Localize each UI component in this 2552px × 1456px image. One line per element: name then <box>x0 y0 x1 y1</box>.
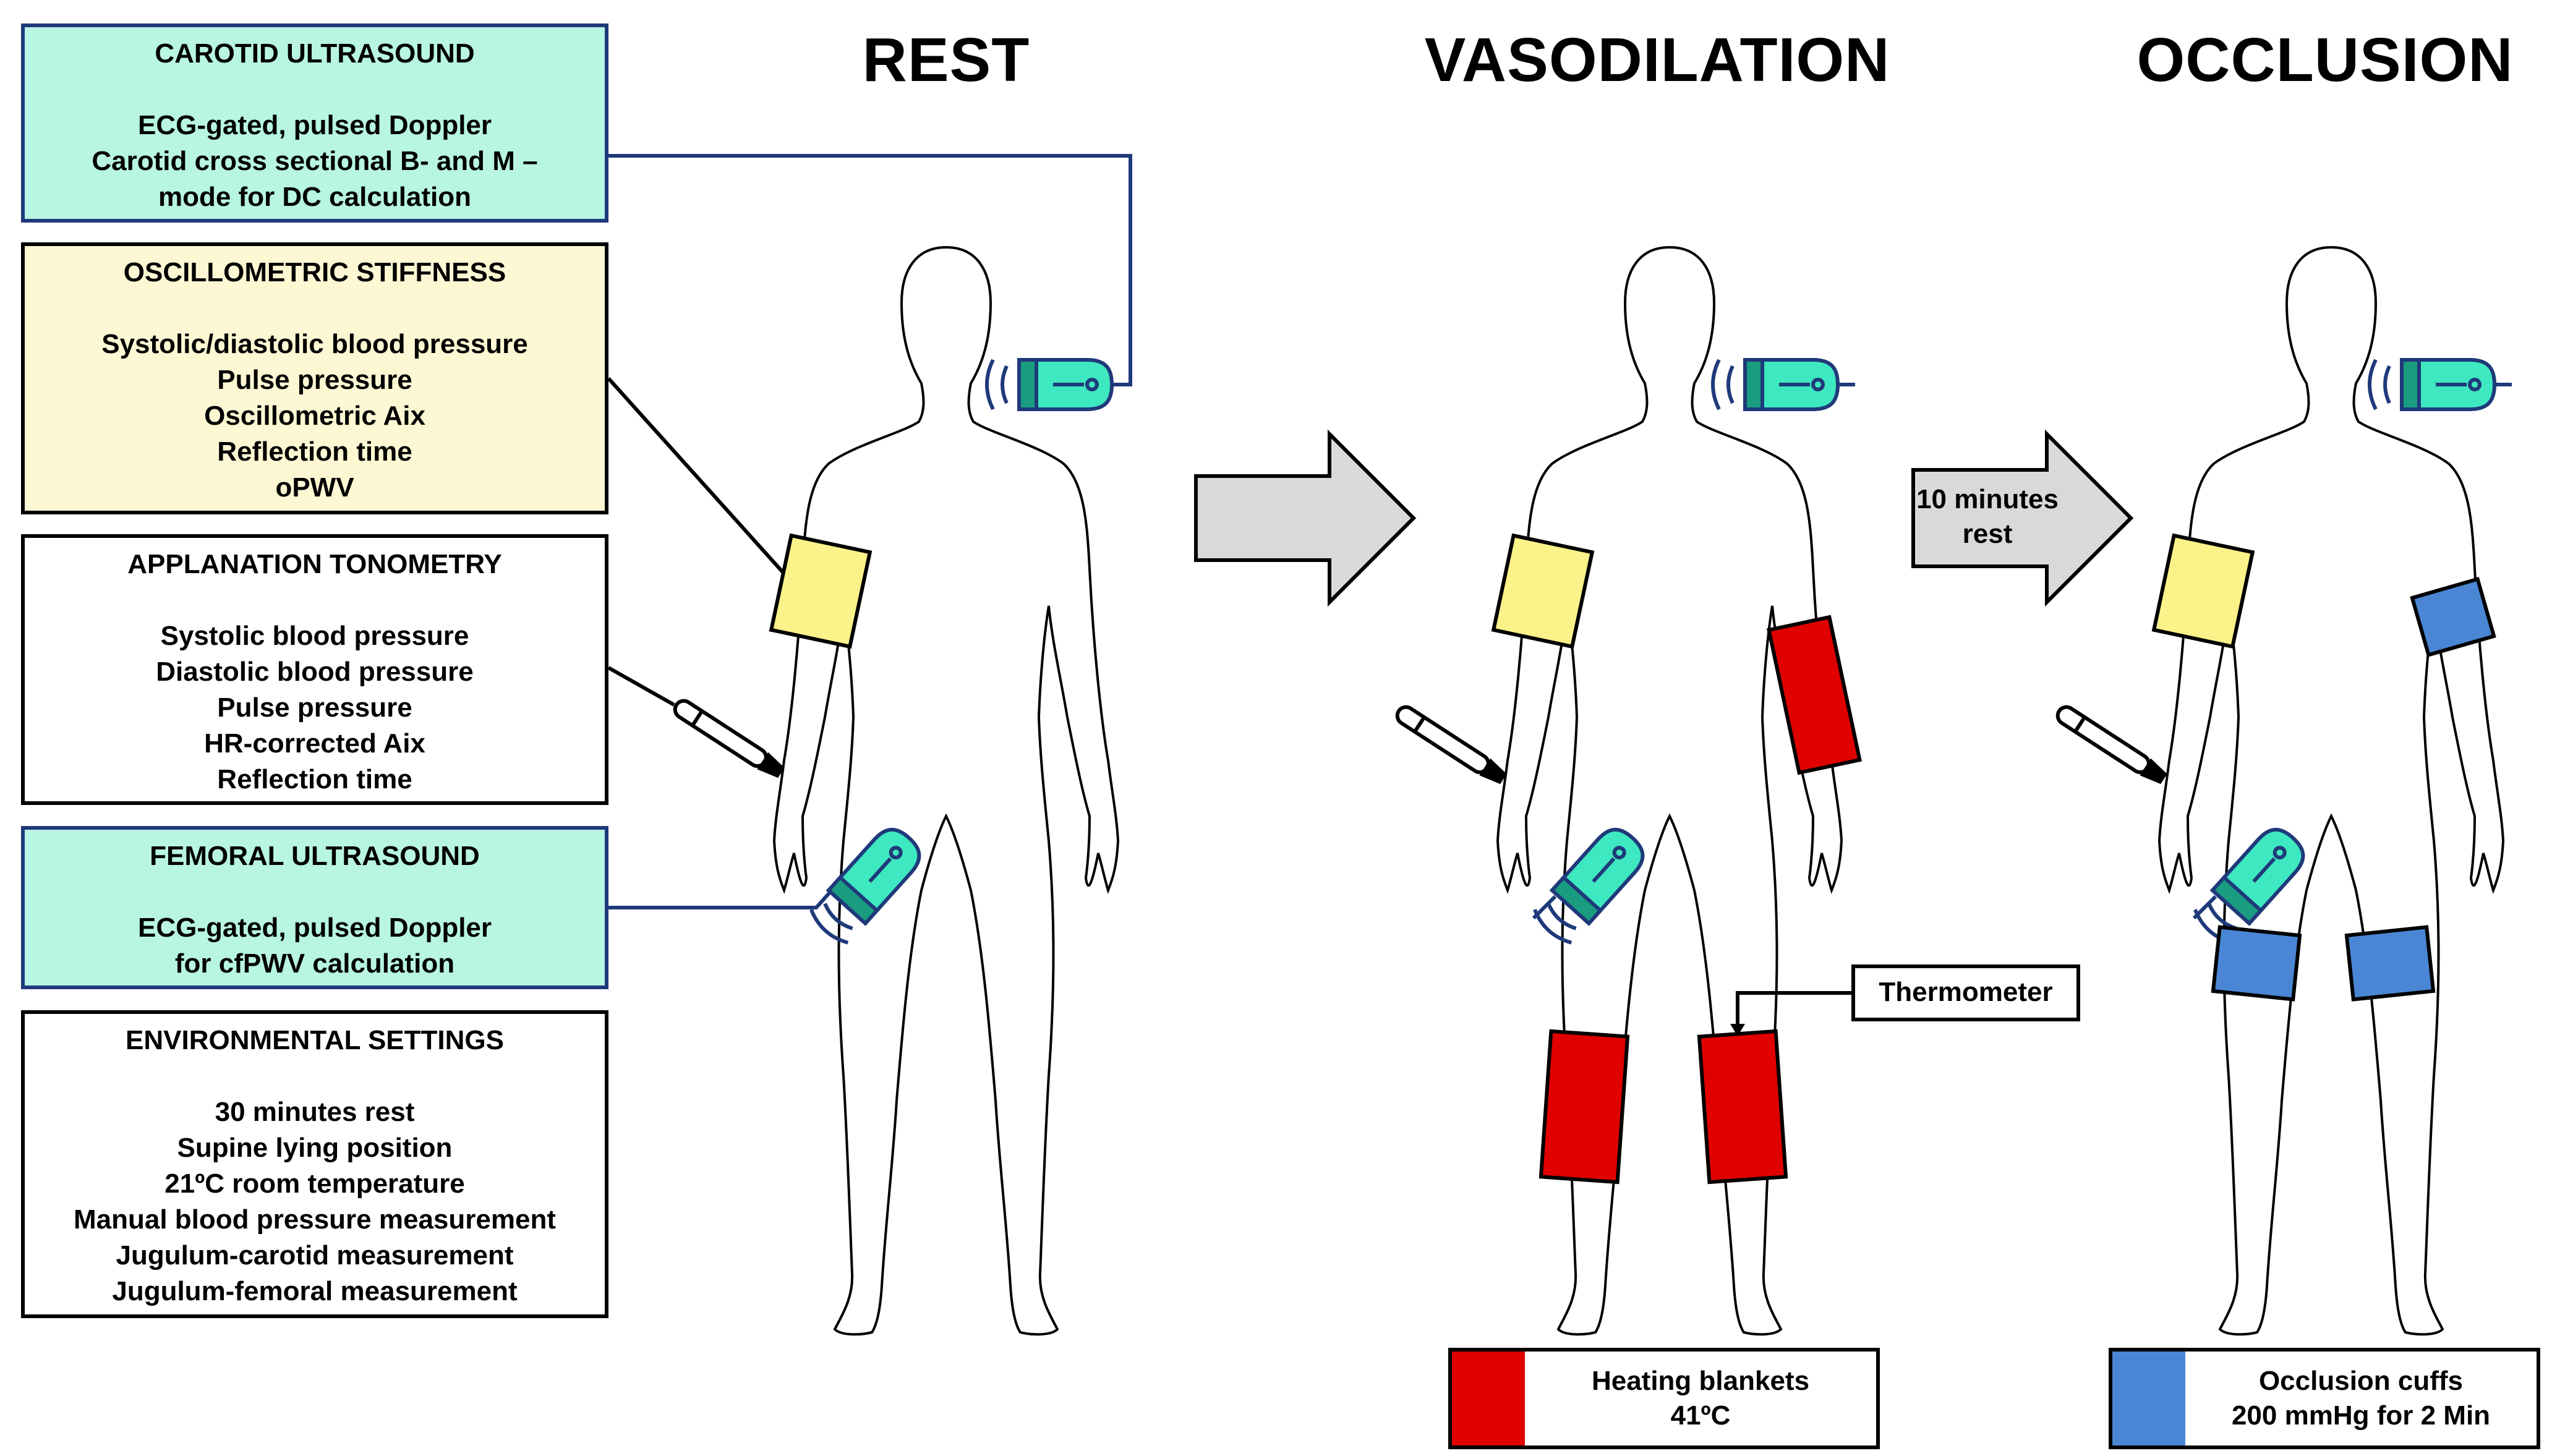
applanation-line: Reflection time <box>217 764 412 794</box>
occlusion-cuff-leg-right <box>2344 925 2436 1002</box>
heading-vasodilation: VASODILATION <box>1424 25 1890 95</box>
bp-cuff-icon <box>2151 533 2255 649</box>
environmental-line: 21ºC room temperature <box>164 1169 465 1199</box>
bp-cuff-icon <box>769 533 873 649</box>
legend-heating-blankets: Heating blankets 41ºC <box>1448 1348 1880 1449</box>
legend-swatch-occlusion <box>2112 1352 2185 1445</box>
environmental-line: Manual blood pressure measurement <box>74 1204 556 1235</box>
femoral-line: ECG-gated, pulsed Doppler <box>137 913 492 943</box>
heating-blanket-arm <box>1767 615 1862 775</box>
femoral-line: for cfPWV calculation <box>174 948 455 979</box>
legend-occlusion-line1: Occlusion cuffs <box>2258 1366 2464 1396</box>
oscillometric-line: Pulse pressure <box>217 365 412 395</box>
bp-cuff-icon <box>1491 533 1595 649</box>
femoral-connector <box>608 889 834 909</box>
oscillometric-connector <box>607 377 787 577</box>
oscillometric-title: OSCILLOMETRIC STIFFNESS <box>123 257 506 287</box>
heading-occlusion: OCCLUSION <box>2136 25 2514 95</box>
environmental-line: Jugulum-femoral measurement <box>112 1276 518 1306</box>
arrow-icon <box>1911 429 2134 607</box>
applanation-tonometry-box: APPLANATION TONOMETRY Systolic blood pre… <box>21 534 608 805</box>
thermometer-pointer <box>1736 991 1851 1026</box>
carotid-line: mode for DC calculation <box>158 182 472 212</box>
oscillometric-line: Oscillometric Aix <box>204 401 425 431</box>
carotid-line: ECG-gated, pulsed Doppler <box>137 110 492 140</box>
ultrasound-probe-icon <box>2370 360 2494 409</box>
oscillometric-line: Systolic/diastolic blood pressure <box>101 329 528 359</box>
heating-blanket-leg-right <box>1697 1029 1788 1185</box>
femoral-ultrasound-box: FEMORAL ULTRASOUND ECG-gated, pulsed Dop… <box>21 826 608 989</box>
legend-occlusion-cuffs: Occlusion cuffs 200 mmHg for 2 Min <box>2109 1348 2540 1449</box>
carotid-ultrasound-box: CAROTID ULTRASOUND ECG-gated, pulsed Dop… <box>21 23 608 223</box>
arrow-rest-line: 10 minutes <box>1916 484 2059 514</box>
carotid-line: Carotid cross sectional B- and M – <box>92 146 538 176</box>
arrow-rest-label: 10 minutes rest <box>1913 482 2062 551</box>
femoral-title: FEMORAL ULTRASOUND <box>150 841 480 871</box>
legend-heating-line2: 41ºC <box>1670 1400 1731 1431</box>
ultrasound-probe-icon <box>1713 360 1838 409</box>
arrow-icon <box>1194 429 1417 607</box>
environmental-line: 30 minutes rest <box>215 1097 415 1127</box>
applanation-connector <box>607 666 675 707</box>
thermometer-arrowhead <box>1730 1024 1745 1036</box>
occlusion-cuff-leg-left <box>2211 925 2302 1002</box>
environmental-line: Jugulum-carotid measurement <box>116 1240 514 1271</box>
probe-cable <box>1532 895 1557 920</box>
applanation-line: Diastolic blood pressure <box>156 657 474 687</box>
applanation-title: APPLANATION TONOMETRY <box>127 549 502 579</box>
occlusion-cuff-arm <box>2410 576 2496 658</box>
heating-blanket-leg-left <box>1538 1029 1630 1185</box>
tonometer-pen-icon <box>1394 704 1507 785</box>
applanation-line: Systolic blood pressure <box>160 621 469 651</box>
oscillometric-line: Reflection time <box>217 436 412 467</box>
ultrasound-probe-icon <box>987 360 1112 409</box>
environmental-line: Supine lying position <box>177 1133 453 1163</box>
probe-cable <box>2192 895 2217 920</box>
legend-heating-line1: Heating blankets <box>1591 1366 1810 1396</box>
carotid-ultrasound-title: CAROTID ULTRASOUND <box>155 38 475 69</box>
oscillometric-stiffness-box: OSCILLOMETRIC STIFFNESS Systolic/diastol… <box>21 242 608 514</box>
arrow-rest-line: rest <box>1962 519 2013 549</box>
thermometer-label: Thermometer <box>1851 964 2080 1021</box>
heading-rest: REST <box>862 25 1030 95</box>
environmental-settings-box: ENVIRONMENTAL SETTINGS 30 minutes rest S… <box>21 1010 608 1318</box>
oscillometric-line: oPWV <box>275 472 354 503</box>
tonometer-pen-icon <box>2054 704 2167 785</box>
applanation-line: Pulse pressure <box>217 692 412 723</box>
legend-occlusion-line2: 200 mmHg for 2 Min <box>2231 1400 2491 1431</box>
tonometer-pen-icon <box>672 697 785 779</box>
environmental-title: ENVIRONMENTAL SETTINGS <box>126 1025 504 1055</box>
legend-swatch-heating <box>1452 1352 1525 1445</box>
carotid-connector <box>608 154 1132 386</box>
applanation-line: HR-corrected Aix <box>204 728 425 759</box>
